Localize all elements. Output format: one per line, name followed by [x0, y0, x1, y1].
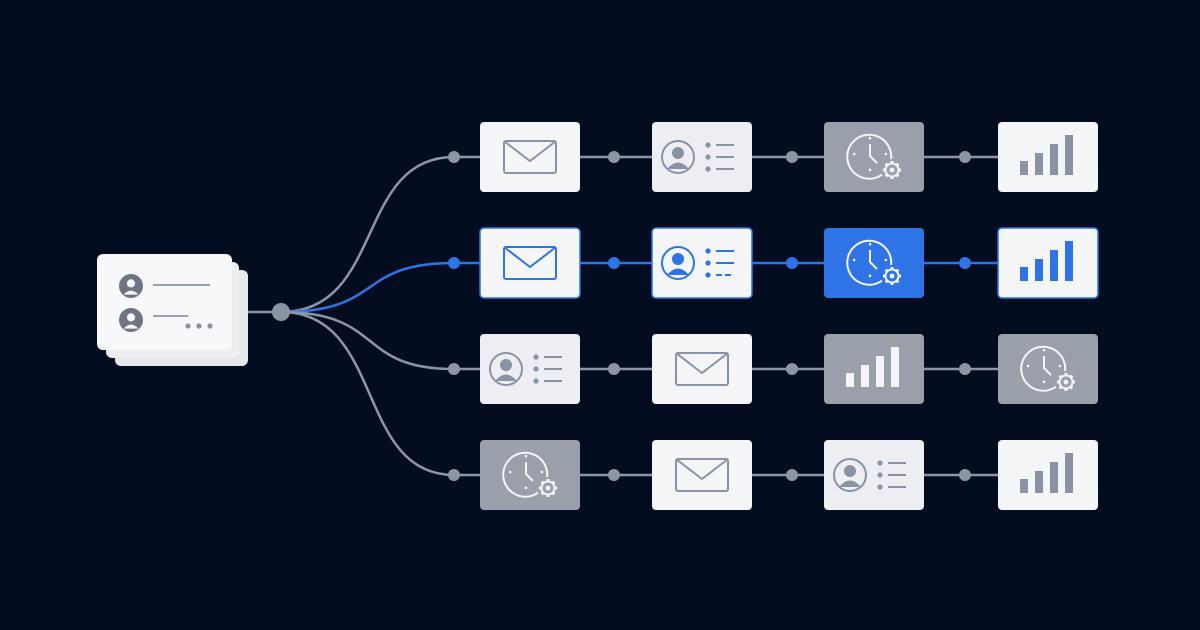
envelope-icon: [503, 246, 557, 280]
envelope-icon: [503, 140, 557, 174]
hub-node: [272, 303, 290, 321]
card-body: [480, 122, 580, 192]
clock-gear-icon: [846, 133, 903, 181]
card-body: [824, 228, 924, 298]
step-card-row2-col4: [997, 227, 1099, 299]
branch-curve: [280, 155, 455, 314]
connector-lines: [246, 151, 1048, 481]
connector-dot: [786, 151, 798, 163]
card-body: [479, 227, 581, 299]
card-body: [998, 440, 1098, 510]
step-card-row1-col4: [998, 122, 1098, 192]
contact-card-icon: [661, 246, 734, 280]
contact-card-icon: [489, 352, 562, 386]
branch-curve: [280, 261, 455, 314]
card-body: [652, 334, 752, 404]
branch-curve: [280, 310, 455, 371]
step-card-row1-col1: [480, 122, 580, 192]
clock-gear-icon: [502, 451, 559, 499]
connector-dot: [959, 469, 971, 481]
step-card-row1-col2: [652, 122, 752, 192]
card-body: [998, 122, 1098, 192]
more-dots-icon: [185, 323, 213, 329]
step-card-row2-col2: [651, 227, 753, 299]
step-card-row4-col2: [652, 440, 752, 510]
connector-dot: [786, 469, 798, 481]
card-body: [652, 440, 752, 510]
contact-card-icon: [661, 140, 734, 174]
connector-dot: [786, 363, 798, 375]
connector-dot: [959, 151, 971, 163]
connector-dot: [608, 257, 620, 269]
bar-chart-icon: [1020, 453, 1073, 493]
step-card-row3-col4: [998, 334, 1098, 404]
connector-dot: [448, 363, 460, 375]
step-card-row3-col3: [824, 334, 924, 404]
branch-curve: [280, 310, 455, 477]
bar-chart-icon: [1020, 241, 1073, 281]
stack-card-front: [97, 254, 232, 350]
card-body: [824, 440, 924, 510]
card-body: [824, 334, 924, 404]
clock-gear-icon: [846, 239, 903, 287]
envelope-icon: [675, 352, 729, 386]
step-card-row2-col3: [824, 228, 924, 298]
connector-dot: [608, 469, 620, 481]
step-card-row3-col1: [480, 334, 580, 404]
step-card-row2-col1: [479, 227, 581, 299]
user-avatar-icon: [119, 308, 143, 332]
contact-card-icon: [833, 458, 906, 492]
workflow-steps: [479, 122, 1099, 510]
step-card-row4-col3: [824, 440, 924, 510]
card-body: [824, 122, 924, 192]
source-card-stack: [97, 254, 248, 366]
card-body: [997, 227, 1099, 299]
connector-dot: [959, 257, 971, 269]
connector-dot: [959, 363, 971, 375]
card-body: [480, 334, 580, 404]
card-body: [998, 334, 1098, 404]
step-card-row4-col4: [998, 440, 1098, 510]
bar-chart-icon: [846, 347, 899, 387]
connector-dot: [448, 257, 460, 269]
card-body: [652, 122, 752, 192]
connector-dot: [608, 151, 620, 163]
clock-gear-icon: [1020, 345, 1077, 393]
step-card-row1-col3: [824, 122, 924, 192]
connector-dot: [448, 469, 460, 481]
connector-dot: [786, 257, 798, 269]
envelope-icon: [675, 458, 729, 492]
bar-chart-icon: [1020, 135, 1073, 175]
card-body: [480, 440, 580, 510]
step-card-row3-col2: [652, 334, 752, 404]
user-avatar-icon: [119, 274, 143, 298]
connector-dot: [608, 363, 620, 375]
card-body: [651, 227, 753, 299]
step-card-row4-col1: [480, 440, 580, 510]
connector-dot: [448, 151, 460, 163]
hub-layer: [272, 303, 290, 321]
